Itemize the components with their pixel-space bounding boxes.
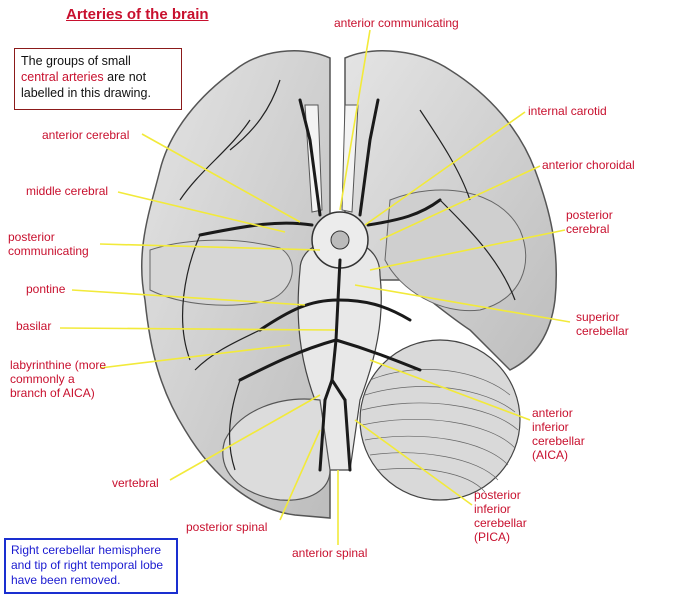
- label-posterior-communicating: posterior communicating: [8, 230, 89, 258]
- right-cerebellum: [359, 339, 521, 501]
- left-cerebellum: [222, 398, 331, 501]
- label-anterior-cerebral: anterior cerebral: [42, 128, 130, 142]
- label-aica-line3: cerebellar: [532, 434, 585, 448]
- diagram-title: Arteries of the brain: [66, 6, 209, 23]
- label-posterior-cerebral-line1: posterior: [566, 208, 613, 222]
- label-anterior-choroidal: anterior choroidal: [542, 158, 635, 172]
- right-temporal-cut: [384, 189, 527, 312]
- label-pica-line4: (PICA): [474, 530, 510, 544]
- label-labyrinthine-line2: commonly a: [10, 372, 75, 386]
- label-pontine: pontine: [26, 282, 66, 296]
- label-pica: posterior inferior cerebellar (PICA): [474, 488, 527, 544]
- note-removed-structures: Right cerebellar hemisphere and tip of r…: [4, 538, 178, 594]
- left-temporal-lobe: [149, 239, 293, 306]
- note-central-arteries: The groups of small central arteries are…: [14, 48, 182, 110]
- label-aica-line2: inferior: [532, 420, 569, 434]
- label-superior-cerebellar-line2: cerebellar: [576, 324, 629, 338]
- note-top-highlight: central arteries: [21, 70, 104, 84]
- label-posterior-communicating-line2: communicating: [8, 244, 89, 258]
- label-basilar: basilar: [16, 319, 52, 333]
- note-top-rest: are not labelled in this drawing.: [21, 70, 151, 100]
- label-superior-cerebellar-line1: superior: [576, 310, 620, 324]
- label-labyrinthine-line3: branch of AICA): [10, 386, 95, 400]
- leader-lines: [59, 29, 571, 545]
- label-pica-line1: posterior: [474, 488, 521, 502]
- label-posterior-spinal: posterior spinal: [186, 520, 268, 534]
- label-pica-line2: inferior: [474, 502, 511, 516]
- label-aica-line1: anterior: [532, 406, 573, 420]
- label-posterior-cerebral: posterior cerebral: [566, 208, 613, 236]
- label-vertebral: vertebral: [112, 476, 159, 490]
- label-anterior-spinal: anterior spinal: [292, 546, 368, 560]
- label-posterior-cerebral-line2: cerebral: [566, 222, 610, 236]
- label-anterior-communicating: anterior communicating: [334, 16, 459, 30]
- label-labyrinthine-line1: labyrinthine (more: [10, 358, 107, 372]
- label-superior-cerebellar: superior cerebellar: [576, 310, 629, 338]
- label-posterior-communicating-line1: posterior: [8, 230, 55, 244]
- note-top-line1: The groups of small: [21, 54, 131, 68]
- label-aica-line4: (AICA): [532, 448, 568, 462]
- label-labyrinthine: labyrinthine (more commonly a branch of …: [10, 358, 106, 400]
- label-pica-line3: cerebellar: [474, 516, 527, 530]
- label-internal-carotid: internal carotid: [528, 104, 607, 118]
- label-aica: anterior inferior cerebellar (AICA): [532, 406, 585, 462]
- label-middle-cerebral: middle cerebral: [26, 184, 109, 198]
